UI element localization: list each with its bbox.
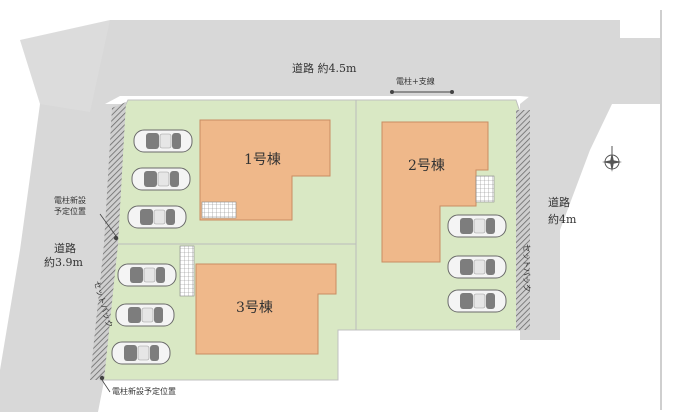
road-east-label: 道路 [548,195,570,209]
car [131,167,191,191]
pole-icon [390,90,394,94]
setback-west-lower [90,244,118,380]
road-north-label: 道路 約4.5m [292,61,357,75]
road-west [0,104,125,412]
entrance-1 [201,201,237,219]
road-west-label: 道路 [54,241,76,255]
car [447,289,507,313]
pole-icon [450,90,454,94]
compass-icon [602,146,622,172]
setback-east [516,110,530,330]
building-2-label: 2号棟 [408,158,445,174]
new-pole-icon [113,235,119,241]
entrance-2 [475,175,495,203]
setback-west-upper [104,102,126,244]
building-1-label: 1号棟 [244,152,281,168]
entrance-3 [179,245,195,297]
house-3 [195,263,337,355]
car [127,205,187,229]
right-edge-line [660,10,662,410]
road-east [520,96,612,340]
car [111,341,171,365]
building-3-label: 3号棟 [236,300,273,316]
road-west-corner [20,20,110,112]
new-pole-lower-leader [101,379,111,393]
new-pole-upper-label: 予定位置 [54,206,86,216]
new-pole-upper-label: 電柱新設 [54,195,86,205]
car [447,255,507,279]
car [447,214,507,238]
new-pole-upper-leader [99,213,117,237]
road-east-label: 約4m [548,212,577,226]
car [115,303,175,327]
house-1 [199,119,331,221]
new-pole-lower-label: 電柱新設予定位置 [112,386,176,396]
setback-east-label: セットバック [522,244,531,292]
house-2 [381,121,489,263]
road-west-label: 約3.9m [44,255,83,269]
car [133,129,193,153]
road-north [60,20,660,112]
pole-branch-label: 電柱+支線 [396,76,435,86]
car [117,263,177,287]
new-pole-icon [99,375,105,381]
